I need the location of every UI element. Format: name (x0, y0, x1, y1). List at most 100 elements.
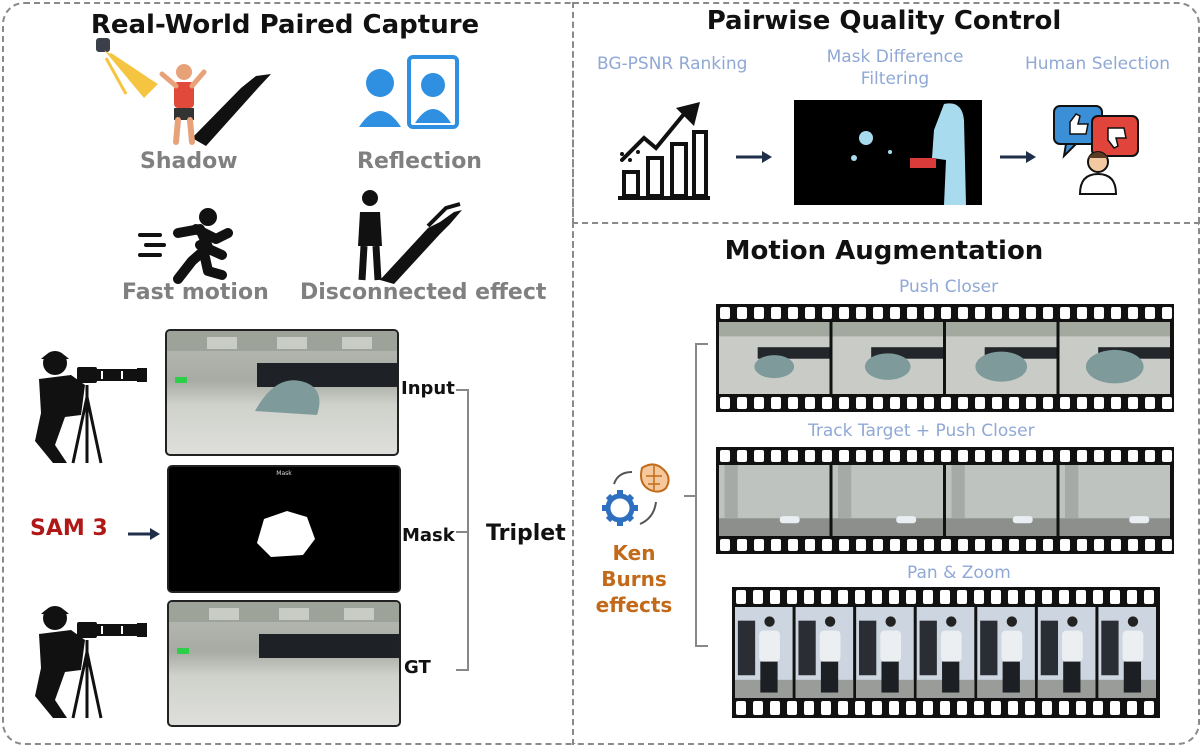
strip-pan-zoom-label: Pan & Zoom (907, 563, 1011, 583)
mask-frame-thumbnail: Mask (167, 465, 401, 593)
input-frame-thumbnail (165, 329, 399, 456)
sprocket-hole (822, 450, 832, 462)
sprocket-hole (1077, 450, 1087, 462)
sprocket-hole (873, 307, 883, 319)
sprocket-hole (1127, 590, 1137, 604)
sprocket-hole (974, 701, 984, 715)
sprocket-hole (1093, 701, 1103, 715)
gt-frame-thumbnail (167, 600, 401, 727)
film-frame (735, 607, 793, 698)
qc-step-psnr: BG-PSNR Ranking (597, 54, 748, 74)
sprocket-hole (1009, 539, 1019, 551)
sprocket-hole (720, 307, 730, 319)
qc-arrow-1 (736, 151, 772, 163)
sprocket-hole (1077, 307, 1087, 319)
sprocket-hole (991, 701, 1001, 715)
film-frame (856, 607, 914, 698)
sprocket-hole (940, 590, 950, 604)
sprocket-hole (754, 397, 764, 409)
sprocket-hole (1042, 590, 1052, 604)
sprocket-hole (941, 450, 951, 462)
film-frame (1098, 607, 1156, 698)
sprocket-hole (957, 590, 967, 604)
strip-track-target-label: Track Target + Push Closer (808, 421, 1035, 441)
motion-title: Motion Augmentation (724, 236, 1044, 266)
sprocket-hole (1144, 701, 1154, 715)
human-selection-icon (1053, 105, 1139, 195)
disconnected-effect-icon (358, 190, 462, 284)
sprocket-hole (1077, 539, 1087, 551)
sprocket-hole (1144, 590, 1154, 604)
strip1-drawing (719, 307, 1172, 409)
film-frame (1037, 607, 1096, 698)
sprocket-hole (771, 450, 781, 462)
film-frame (977, 607, 1035, 698)
sprocket-hole (805, 450, 815, 462)
sprocket-hole (1043, 307, 1053, 319)
sprocket-hole (890, 397, 900, 409)
sprocket-hole (872, 701, 882, 715)
shadow-icon (96, 38, 271, 146)
effect-fast-motion-label: Fast motion (122, 280, 269, 305)
sprocket-hole (736, 590, 746, 604)
sprocket-hole (957, 701, 967, 715)
photographer-icon-top (35, 351, 147, 464)
sprocket-hole (838, 701, 848, 715)
effect-disconnected-label: Disconnected effect (300, 280, 547, 305)
sprocket-hole (771, 397, 781, 409)
sprocket-hole (839, 397, 849, 409)
sprocket-hole (770, 701, 780, 715)
strips-bracket (684, 343, 708, 647)
mask-caption: Mask (276, 470, 292, 477)
sprocket-hole (1127, 701, 1137, 715)
sprocket-hole (1026, 397, 1036, 409)
sprocket-hole (889, 590, 899, 604)
sprocket-hole (1042, 701, 1052, 715)
sprocket-hole (958, 397, 968, 409)
mask-difference-image (794, 100, 982, 205)
ken-burns-label: Ken Burns effects (595, 541, 673, 617)
track-target-film-strip (716, 447, 1174, 554)
sprocket-hole (974, 590, 984, 604)
sprocket-hole (720, 539, 730, 551)
sprocket-hole (975, 307, 985, 319)
reflection-icon (359, 55, 459, 129)
sprocket-hole (1145, 307, 1155, 319)
sprocket-hole (924, 450, 934, 462)
sprocket-hole (1145, 397, 1155, 409)
sprocket-hole (1110, 701, 1120, 715)
sam-label: SAM 3 (30, 516, 108, 541)
sprocket-hole (1162, 539, 1172, 551)
sprocket-hole (890, 307, 900, 319)
sprocket-hole (941, 397, 951, 409)
film-frame (916, 607, 975, 698)
effect-shadow-label: Shadow (140, 149, 238, 174)
photographer-icon-bottom (35, 606, 147, 719)
motion-augmentation-panel (572, 222, 1200, 745)
pan-zoom-film-strip (732, 587, 1160, 718)
sprocket-hole (1060, 397, 1070, 409)
sprocket-hole (1094, 397, 1104, 409)
sprocket-hole (839, 307, 849, 319)
sprocket-hole (1060, 307, 1070, 319)
sprocket-hole (1094, 307, 1104, 319)
strip3-drawing (735, 590, 1156, 715)
film-frame (832, 465, 943, 536)
sprocket-hole (873, 397, 883, 409)
sprocket-hole (991, 590, 1001, 604)
sprocket-hole (1009, 450, 1019, 462)
running-person-icon (138, 208, 233, 284)
sprocket-hole (822, 397, 832, 409)
sprocket-hole (1026, 450, 1036, 462)
sprocket-hole (788, 539, 798, 551)
sprocket-hole (753, 590, 763, 604)
sprocket-hole (958, 539, 968, 551)
sprocket-hole (1059, 701, 1069, 715)
qc-step-human: Human Selection (1025, 54, 1171, 74)
sprocket-hole (907, 450, 917, 462)
sprocket-hole (992, 450, 1002, 462)
sprocket-hole (1026, 539, 1036, 551)
mask-label: Mask (402, 525, 455, 546)
sprocket-hole (736, 701, 746, 715)
sprocket-hole (1145, 539, 1155, 551)
